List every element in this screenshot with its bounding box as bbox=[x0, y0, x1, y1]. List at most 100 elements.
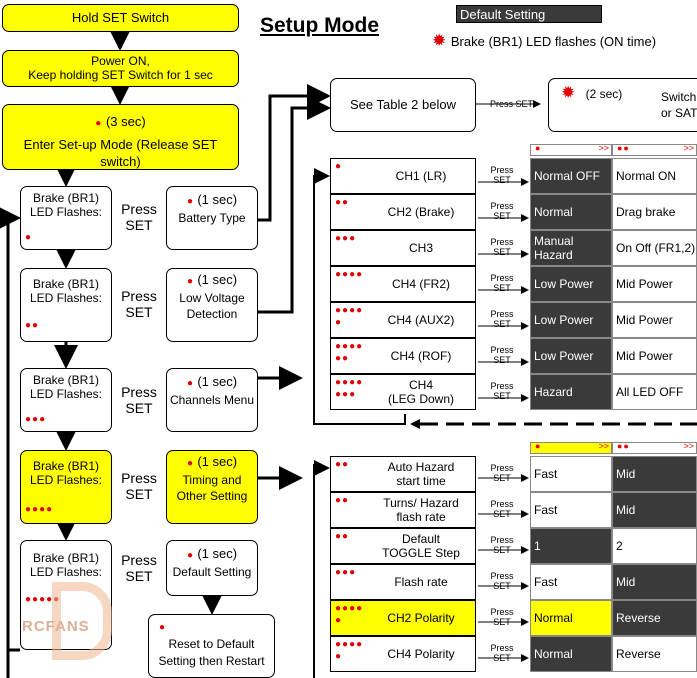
red-flash-icon: ● bbox=[95, 118, 103, 129]
low-voltage-label: Low Voltage bbox=[179, 291, 245, 305]
option-cell[interactable]: Normal bbox=[530, 636, 612, 672]
channel-label-cell: ●●CH2 (Brake) bbox=[330, 194, 476, 230]
red-flash-icon: ●● bbox=[25, 320, 40, 331]
red-flash-icon: ● bbox=[159, 622, 167, 633]
option-cell[interactable]: Fast bbox=[530, 492, 612, 528]
option-cell[interactable]: Mid bbox=[612, 492, 697, 528]
red-flash-icon: ● bbox=[25, 232, 33, 243]
option-text: Hazard bbox=[534, 385, 573, 399]
option-text: 1 bbox=[534, 539, 541, 553]
timing-col2-header: ●● >> bbox=[612, 441, 697, 454]
row-label: CH2 Polarity bbox=[387, 611, 455, 625]
option-cell[interactable]: Hazard bbox=[530, 374, 612, 410]
red-flash-icon: ●● bbox=[335, 459, 350, 470]
time-label: (2 sec) bbox=[585, 87, 623, 101]
option-text: Reverse bbox=[616, 647, 661, 661]
column-arrow: >> bbox=[598, 441, 609, 451]
switch-label: Switch bbox=[661, 90, 697, 104]
option-text: Mid Power bbox=[616, 313, 673, 327]
option-text: Low Power bbox=[534, 277, 594, 291]
channels-col1-header: ● >> bbox=[530, 143, 612, 156]
power-on-line1: Power ON, bbox=[91, 54, 150, 68]
row-label: CH3 bbox=[408, 241, 433, 255]
option-cell[interactable]: Reverse bbox=[612, 636, 697, 672]
row-label: CH4 bbox=[408, 378, 433, 392]
channel-label-cell: ●●● CH3 bbox=[330, 230, 476, 266]
row-label: CH4 (FR2) bbox=[391, 277, 450, 291]
channel-label-cell: ●●●● ●●●CH4(LEG Down) bbox=[330, 374, 476, 410]
option-cell[interactable]: Fast bbox=[530, 456, 612, 492]
option-cell[interactable]: Drag brake bbox=[612, 194, 697, 230]
red-flash-icon: ● bbox=[335, 161, 343, 172]
option-cell[interactable]: Reverse bbox=[612, 600, 697, 636]
time-label: (1 sec) bbox=[197, 272, 238, 287]
red-flash-icon: ●●●● ●● bbox=[335, 341, 364, 364]
option-cell[interactable]: Mid Power bbox=[612, 338, 697, 374]
option-text: Normal bbox=[534, 647, 573, 661]
channels-col2-header: ●● >> bbox=[612, 143, 697, 156]
option-cell[interactable]: Fast bbox=[530, 564, 612, 600]
red-flash-icon: ● bbox=[186, 378, 194, 389]
low-voltage-box[interactable]: ● (1 sec) Low Voltage Detection bbox=[166, 268, 258, 342]
option-cell[interactable]: Normal bbox=[530, 194, 612, 230]
led-flashes-label: LED Flashes: bbox=[29, 473, 103, 487]
column-arrow: >> bbox=[683, 143, 694, 153]
option-text: Drag brake bbox=[616, 205, 676, 219]
option-cell[interactable]: Normal ON bbox=[612, 158, 697, 194]
row-label: Turns/ Hazard bbox=[383, 496, 459, 510]
option-cell[interactable]: Low Power bbox=[530, 266, 612, 302]
option-text: Normal OFF bbox=[534, 169, 600, 183]
option-cell[interactable]: Low Power bbox=[530, 338, 612, 374]
option-text: Fast bbox=[534, 503, 558, 517]
row-label: CH4 (ROF) bbox=[390, 349, 452, 363]
red-flash-icon: ●● bbox=[335, 531, 350, 542]
brake-flash-4: Brake (BR1) LED Flashes: ●●●● bbox=[20, 450, 112, 524]
option-cell[interactable]: Mid Power bbox=[612, 266, 697, 302]
option-text: Mid bbox=[616, 503, 636, 517]
channels-menu-label: Channels Menu bbox=[169, 393, 255, 407]
red-flash-icon: ●●●● ● bbox=[335, 603, 364, 626]
hold-set-label: Hold SET Switch bbox=[71, 10, 170, 25]
row-label: CH4 Polarity bbox=[387, 647, 455, 661]
timing-setting-box[interactable]: ● (1 sec) Timing and Other Setting bbox=[166, 450, 258, 524]
default-setting-box[interactable]: ● (1 sec) Default Setting bbox=[166, 540, 258, 596]
channel-label-cell: ●●●● ●● CH4 (ROF) bbox=[330, 338, 476, 374]
option-text: Fast bbox=[534, 575, 558, 589]
option-text: Mid bbox=[616, 575, 636, 589]
option-cell[interactable]: Mid bbox=[612, 564, 697, 600]
option-cell[interactable]: Low Power bbox=[530, 302, 612, 338]
option-cell[interactable]: On Off (FR1,2) bbox=[612, 230, 697, 266]
battery-type-box[interactable]: ● (1 sec) Battery Type bbox=[166, 186, 258, 250]
red-flash-icon: ●●●● ● bbox=[335, 305, 364, 328]
option-cell[interactable]: 2 bbox=[612, 528, 697, 564]
row-label: flash rate bbox=[396, 510, 446, 524]
option-cell[interactable]: All LED OFF bbox=[612, 374, 697, 410]
led-flashes-label: LED Flashes: bbox=[29, 291, 103, 305]
see-table-box[interactable]: See Table 2 below bbox=[330, 78, 476, 132]
option-text: 2 bbox=[616, 539, 623, 553]
option-cell[interactable]: Normal bbox=[530, 600, 612, 636]
brake-label: Brake (BR1) bbox=[32, 459, 100, 473]
power-on-line2: Keep holding SET Switch for 1 sec bbox=[28, 68, 213, 82]
option-cell[interactable]: Mid bbox=[612, 456, 697, 492]
option-cell[interactable]: 1 bbox=[530, 528, 612, 564]
channels-menu-box[interactable]: ● (1 sec) Channels Menu bbox=[166, 368, 258, 432]
enter-setup-label: Enter Set-up Mode (Release SET switch) bbox=[23, 137, 218, 169]
row-label: (LEG Down) bbox=[387, 392, 455, 406]
option-text: Hazard bbox=[534, 248, 573, 262]
red-flash-icon: ●●●● bbox=[25, 504, 54, 515]
option-cell[interactable]: Normal OFF bbox=[530, 158, 612, 194]
red-flash-icon: ●●● bbox=[335, 233, 357, 244]
brake-label: Brake (BR1) bbox=[32, 551, 100, 565]
option-cell[interactable]: Mid Power bbox=[612, 302, 697, 338]
channel-label-cell: ●CH1 (LR) bbox=[330, 158, 476, 194]
red-flash-icon: ●● bbox=[335, 197, 350, 208]
